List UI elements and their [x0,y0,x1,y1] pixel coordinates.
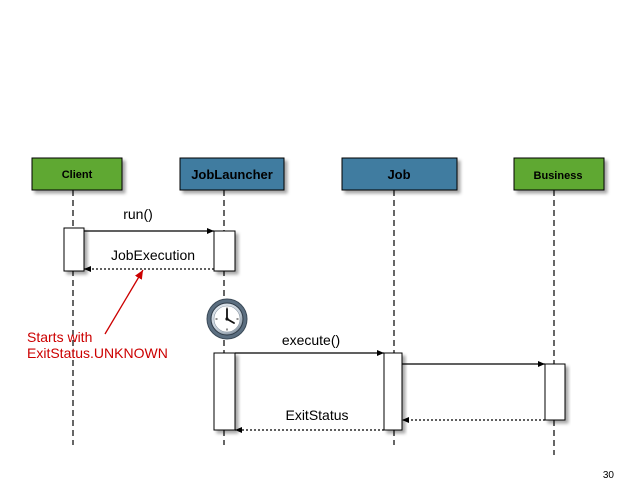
message-label-execute: execute() [282,332,340,348]
activation-joblauncher-1 [213,230,236,272]
message-label-jobexecution: JobExecution [111,247,195,263]
participant-label-job: Job [387,167,410,182]
participant-job: Job [341,157,458,191]
message-run: run() [84,206,214,234]
participant-business: Business [513,157,605,191]
participant-label-client: Client [62,169,93,181]
page-number: 30 [602,470,614,481]
message-execute: execute() [235,332,384,356]
participant-label-business: Business [534,170,583,182]
message-exitstatus: ExitStatus [235,407,384,433]
participant-client: Client [31,157,123,191]
activation-job [383,352,403,431]
message-label-run: run() [123,206,153,222]
note-pointer-arrow [104,269,144,335]
participant-label-joblauncher: JobLauncher [191,167,273,182]
message-jobexecution: JobExecution [84,247,214,272]
activation-business [544,363,566,421]
note-line-2: ExitStatus.UNKNOWN [27,345,168,361]
activation-client [63,227,85,272]
activation-joblauncher-2 [213,352,236,431]
clock-icon [206,298,248,340]
message-label-exitstatus: ExitStatus [285,407,348,423]
note-line-1: Starts with [27,329,92,345]
participant-joblauncher: JobLauncher [179,157,285,191]
